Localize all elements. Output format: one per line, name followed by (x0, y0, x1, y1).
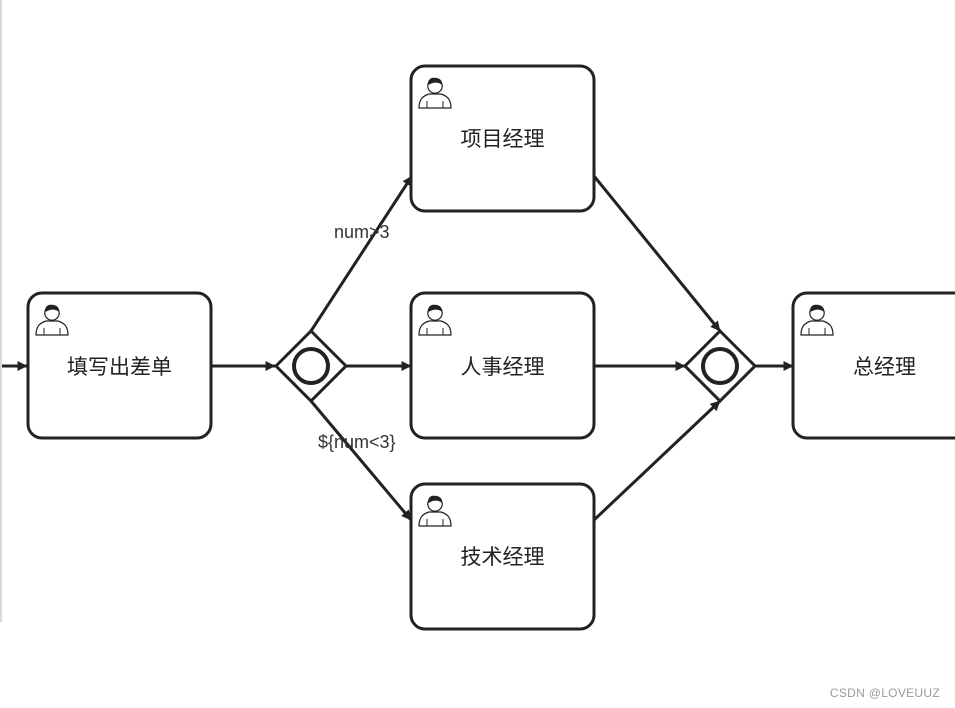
task-label: 技术经理 (461, 545, 545, 569)
task-label: 总经理 (853, 355, 916, 379)
gateway-circle-icon (701, 347, 739, 385)
sequence-flows (2, 175, 794, 522)
task-project-manager[interactable]: 项目经理 (409, 64, 596, 213)
flow-tech-to-join (592, 399, 722, 522)
task-label: 填写出差单 (67, 355, 172, 379)
flow-split-to-project (309, 175, 414, 332)
inclusive-gateway-join[interactable] (682, 328, 758, 404)
condition-label-num-lt-3[interactable]: ${num<3} (318, 432, 396, 452)
inclusive-gateway-split[interactable] (273, 328, 349, 404)
watermark-text: CSDN @LOVEUUZ (829, 686, 940, 700)
canvas-left-border (0, 0, 2, 622)
task-general-manager[interactable]: 总经理 (791, 291, 955, 440)
gateway-circle-icon (292, 347, 330, 385)
flow-project-to-join (592, 175, 722, 332)
flow-split-to-tech (309, 400, 413, 521)
task-label: 项目经理 (461, 127, 545, 151)
task-fill-travel-form[interactable]: 填写出差单 (26, 291, 213, 440)
task-tech-manager[interactable]: 技术经理 (409, 482, 596, 631)
condition-label-num-gt-3[interactable]: num>3 (334, 222, 390, 242)
task-hr-manager[interactable]: 人事经理 (409, 291, 596, 440)
task-label: 人事经理 (461, 355, 545, 379)
